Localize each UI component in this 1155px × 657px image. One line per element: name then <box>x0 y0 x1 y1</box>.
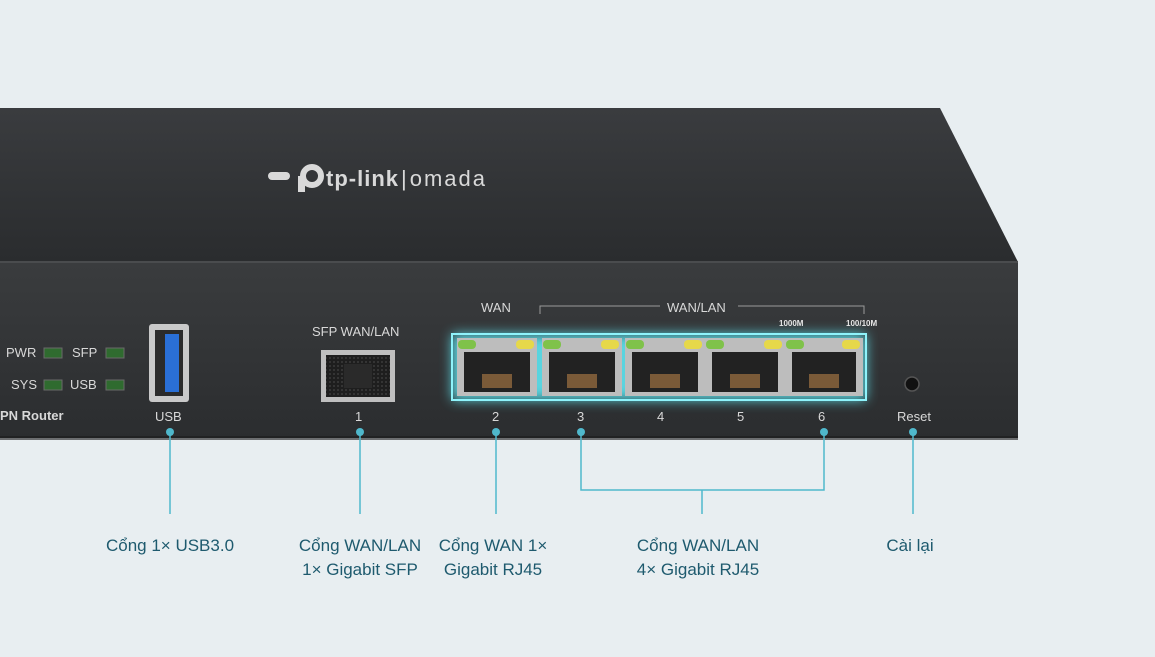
reset-label: Reset <box>897 409 931 424</box>
port-number-3: 3 <box>577 409 585 424</box>
brand-line: omada <box>409 166 487 191</box>
callout-sfp-line-1: Cổng WAN/LAN <box>298 536 422 555</box>
led-pwr-icon <box>43 347 63 359</box>
usb-port-label: USB <box>155 409 182 424</box>
port-number-5: 5 <box>737 409 745 424</box>
speed-100-label: 100/10M <box>846 319 878 328</box>
callout-wanlan-line-1: Cổng WAN/LAN <box>636 536 760 555</box>
callout-wan-line-2: Gigabit RJ45 <box>443 560 543 579</box>
callout-reset-line-1: Cài lại <box>886 536 934 555</box>
port-number-2: 2 <box>492 409 500 424</box>
rj45-port-4-icon <box>625 338 705 396</box>
wanlan-header: WAN/LAN <box>667 300 726 315</box>
callout-reset: Cài lại <box>850 534 970 558</box>
callout-wanlan-line-2: 4× Gigabit RJ45 <box>636 560 760 579</box>
led-sys-icon <box>43 379 63 391</box>
callout-wan: Cổng WAN 1× Gigabit RJ45 <box>418 534 568 582</box>
led-label-usb: USB <box>70 377 97 392</box>
rj45-port-6-icon <box>785 338 863 396</box>
callout-usb-line-1: Cổng 1× USB3.0 <box>105 536 235 555</box>
brand-logo: tp-link|omada <box>268 166 487 192</box>
rj45-port-5-icon <box>705 338 785 396</box>
callout-sfp-line-2: 1× Gigabit SFP <box>302 560 418 579</box>
wan-header: WAN <box>481 300 511 315</box>
callout-wanlan: Cổng WAN/LAN 4× Gigabit RJ45 <box>598 534 798 582</box>
tp-link-logo-icon <box>268 164 324 192</box>
port-number-6: 6 <box>818 409 826 424</box>
led-sfp-icon <box>105 347 125 359</box>
callout-lines <box>169 432 914 514</box>
led-label-sfp: SFP <box>72 345 98 360</box>
rj45-port-3-icon <box>542 338 622 396</box>
led-label-pwr: PWR <box>6 345 37 360</box>
reset-button-icon <box>904 376 920 392</box>
led-label-sys: SYS <box>11 377 38 392</box>
sfp-port-icon <box>321 350 395 402</box>
model-text: PN Router <box>0 408 64 423</box>
brand-separator: | <box>401 166 408 191</box>
usb-port-icon <box>149 324 189 402</box>
callout-sfp: Cổng WAN/LAN 1× Gigabit SFP <box>270 534 450 582</box>
speed-1000-label: 1000M <box>779 319 804 328</box>
router-top-panel <box>0 108 1018 262</box>
callout-wan-line-1: Cổng WAN 1× <box>438 536 548 555</box>
callout-usb: Cổng 1× USB3.0 <box>70 534 270 558</box>
port-number-1: 1 <box>355 409 363 424</box>
callout-dots <box>166 428 917 436</box>
led-usb-icon <box>105 379 125 391</box>
port-number-4: 4 <box>657 409 665 424</box>
brand-name: tp-link <box>326 166 399 191</box>
rj45-port-2-icon <box>457 338 537 396</box>
sfp-header: SFP WAN/LAN <box>312 324 400 339</box>
